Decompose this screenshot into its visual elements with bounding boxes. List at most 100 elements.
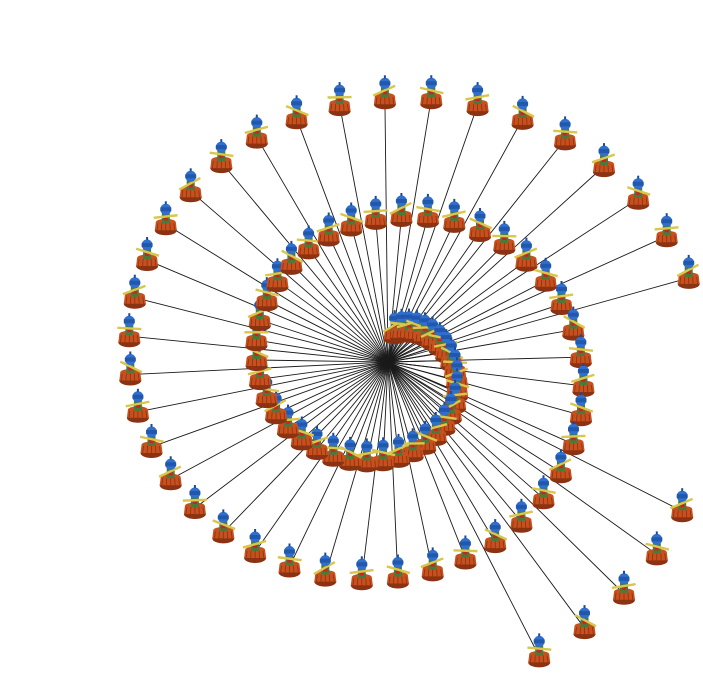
robot-on-pedestal-icon	[561, 421, 586, 456]
robot-on-pedestal-icon	[209, 139, 234, 174]
spoke-line	[287, 361, 389, 428]
robot-on-pedestal-icon	[290, 416, 315, 451]
spoke-line	[387, 361, 658, 555]
spoke-line	[387, 361, 683, 512]
robot-on-pedestal-icon	[389, 193, 413, 227]
spoke-line	[387, 361, 540, 657]
spoke-line	[387, 361, 399, 578]
spoke-line	[256, 137, 389, 363]
spoke-line	[316, 361, 389, 450]
robot-on-pedestal-icon	[562, 306, 586, 341]
spoke-line	[350, 225, 389, 363]
spoke-line	[296, 118, 389, 363]
spoke-line	[387, 361, 582, 416]
robot-on-pedestal-icon	[340, 202, 364, 237]
robot-on-pedestal-icon	[509, 498, 534, 533]
spoke-line	[384, 98, 389, 363]
robot-on-pedestal-icon	[363, 195, 388, 230]
robot-on-pedestal-icon	[182, 485, 207, 519]
spoke-line	[301, 361, 389, 440]
spoke-line	[387, 361, 562, 473]
spoke-line	[387, 361, 466, 559]
robot-on-pedestal-icon	[548, 449, 572, 484]
robot-on-pedestal-icon	[569, 392, 594, 427]
spoke-line	[308, 248, 389, 363]
robot-on-pedestal-icon	[122, 274, 146, 309]
robot-on-pedestal-icon	[441, 198, 466, 233]
spoke-line	[387, 303, 562, 363]
robot-on-pedestal-icon	[212, 509, 236, 544]
robot-on-pedestal-icon	[153, 201, 178, 236]
robot-on-pedestal-icon	[264, 390, 288, 425]
robot-on-pedestal-icon	[568, 334, 594, 369]
robot-on-pedestal-icon	[139, 424, 164, 458]
robot-on-pedestal-icon	[386, 554, 411, 589]
spoke-line	[387, 361, 522, 523]
spoke-line	[387, 280, 546, 363]
robot-on-pedestal-icon	[645, 531, 670, 566]
spoke-line	[165, 223, 389, 363]
robot-on-pedestal-icon	[321, 432, 346, 467]
robot-on-pedestal-icon	[534, 257, 559, 292]
robot-on-pedestal-icon	[125, 388, 150, 423]
spoke-line	[256, 359, 389, 363]
robot-on-pedestal-icon	[465, 82, 490, 117]
robot-on-pedestal-icon	[316, 212, 340, 247]
robot-on-pedestal-icon	[416, 193, 441, 228]
robot-on-pedestal-icon	[571, 363, 595, 397]
robot-on-pedestal-icon	[453, 535, 478, 570]
robot-on-pedestal-icon	[626, 175, 651, 210]
robot-on-pedestal-icon	[591, 143, 616, 178]
spoke-line	[291, 263, 389, 363]
robot-on-pedestal-icon	[371, 437, 396, 472]
spoke-line	[266, 299, 389, 363]
spoke-line	[387, 356, 581, 363]
robot-on-pedestal-icon	[247, 356, 272, 391]
robot-on-pedestal-icon	[354, 438, 379, 473]
robot-on-pedestal-icon	[420, 547, 444, 582]
spoke-line	[387, 361, 544, 499]
robot-on-pedestal-icon	[484, 519, 508, 554]
robot-on-pedestal-icon	[469, 208, 493, 242]
robot-on-pedestal-icon	[611, 570, 636, 605]
spoke-line	[387, 361, 585, 629]
spoke-line	[190, 190, 389, 363]
spoke-line	[277, 280, 389, 363]
robot-on-pedestal-icon	[654, 213, 679, 248]
spoke-line	[275, 361, 389, 414]
spoke-line	[387, 361, 434, 571]
spoke-line	[387, 361, 574, 445]
spoke-line	[259, 319, 389, 363]
robot-figures	[117, 75, 700, 668]
robot-on-pedestal-icon	[313, 552, 337, 587]
robot-on-pedestal-icon	[280, 240, 304, 275]
spoke-line	[260, 361, 389, 380]
robot-on-pedestal-icon	[277, 543, 302, 578]
robot-on-pedestal-icon	[119, 351, 143, 386]
spoke-line	[266, 361, 389, 398]
robot-on-pedestal-icon	[117, 313, 142, 348]
robot-on-pedestal-icon	[285, 95, 309, 130]
spoke-line	[349, 361, 389, 461]
robot-on-pedestal-icon	[573, 605, 597, 640]
robot-on-pedestal-icon	[549, 281, 574, 315]
spoke-line	[387, 329, 574, 363]
spoke-line	[387, 260, 527, 363]
robot-on-pedestal-icon	[514, 237, 538, 272]
spoke-line	[387, 361, 426, 445]
spoke-line	[387, 361, 496, 543]
robot-on-pedestal-icon	[676, 254, 700, 289]
robot-on-pedestal-icon	[531, 475, 556, 510]
spoke-line	[220, 161, 389, 363]
robot-on-pedestal-icon	[492, 220, 517, 255]
robot-on-pedestal-icon	[178, 168, 202, 203]
robot-on-pedestal-icon	[419, 75, 444, 110]
robot-on-pedestal-icon	[296, 225, 321, 260]
robot-on-pedestal-icon	[669, 488, 694, 523]
spoke-line	[387, 361, 437, 436]
spoke-line	[387, 361, 584, 387]
spoke-line	[328, 235, 389, 363]
robot-on-pedestal-icon	[158, 456, 182, 491]
